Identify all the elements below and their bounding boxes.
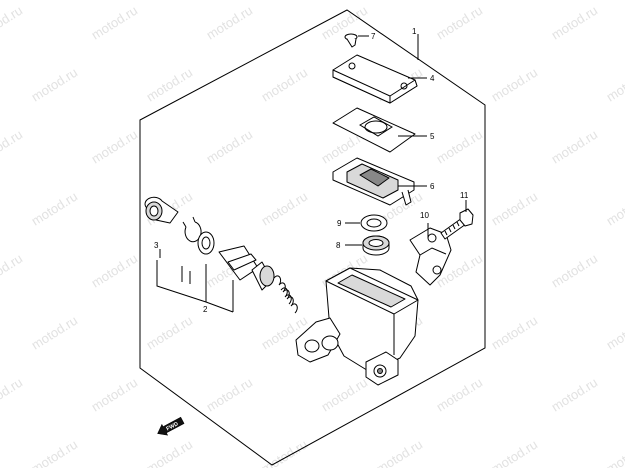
callout-2: 2 (203, 305, 208, 314)
watermark-text: motod.ru (204, 127, 255, 167)
watermark-text: motod.ru (29, 189, 80, 229)
watermark-text: motod.ru (144, 437, 195, 468)
watermark-text: motod.ru (29, 437, 80, 468)
watermark-text: motod.ru (29, 313, 80, 353)
part-washer (197, 231, 215, 255)
watermark-text: motod.ru (604, 189, 625, 229)
watermark-text: motod.ru (489, 189, 540, 229)
watermark-text: motod.ru (434, 3, 485, 43)
callout-10: 10 (420, 211, 429, 220)
watermark-text: motod.ru (434, 375, 485, 415)
watermark-text: motod.ru (604, 313, 625, 353)
watermark-text: motod.ru (89, 3, 140, 43)
watermark-text: motod.ru (489, 437, 540, 468)
watermark-text: motod.ru (259, 437, 310, 468)
part-4-reservoir-cap (332, 54, 418, 104)
part-1-master-cylinder-body (295, 267, 419, 386)
assembly-frame (139, 9, 486, 466)
callouts: 1 7 4 5 6 11 10 9 8 3 2 (154, 27, 469, 314)
callout-8: 8 (336, 241, 341, 250)
part-circlip (182, 216, 202, 243)
callout-3: 3 (154, 241, 159, 250)
watermark-text: motod.ru (204, 3, 255, 43)
fwd-arrow: FWD (157, 416, 185, 436)
part-6-diaphragm (332, 157, 415, 206)
part-10-clamp (409, 227, 452, 286)
watermark-text: motod.ru (489, 313, 540, 353)
part-9-ring (360, 214, 388, 232)
part-5-plate (332, 107, 416, 153)
watermark-text: motod.ru (89, 375, 140, 415)
watermark-text: motod.ru (89, 127, 140, 167)
watermark-text: motod.ru (604, 437, 625, 468)
callout-4: 4 (430, 74, 435, 83)
watermark-text: motod.ru (144, 313, 195, 353)
watermark-text: motod.ru (489, 65, 540, 105)
watermark-text: motod.ru (89, 251, 140, 291)
watermark-text: motod.ru (0, 375, 25, 415)
watermark-text: motod.ru (604, 65, 625, 105)
fwd-label: FWD (166, 421, 180, 432)
callout-9: 9 (337, 219, 342, 228)
watermark-text: motod.ru (0, 251, 25, 291)
watermark-text: motod.ru (259, 189, 310, 229)
watermark-text: motod.ru (204, 375, 255, 415)
callout-1: 1 (412, 27, 417, 36)
watermark-text: motod.ru (319, 3, 370, 43)
watermark-text: motod.ru (0, 3, 25, 43)
watermark-text: motod.ru (0, 127, 25, 167)
watermark-text: motod.ru (549, 251, 600, 291)
part-7-screw (344, 33, 358, 48)
leader-lines (156, 34, 467, 313)
watermark-text: motod.ru (144, 65, 195, 105)
callout-11: 11 (460, 191, 469, 200)
callout-7: 7 (371, 32, 376, 41)
watermark-text: motod.ru (319, 375, 370, 415)
part-11-bolt (440, 208, 474, 240)
watermark-text: motod.ru (549, 3, 600, 43)
part-2-piston-set (218, 245, 298, 314)
part-3-boot (144, 196, 179, 224)
watermark-text: motod.ru (374, 437, 425, 468)
watermark-text: motod.ru (549, 127, 600, 167)
watermark-text: motod.ru (29, 65, 80, 105)
watermark-text: motod.ru (434, 127, 485, 167)
watermark-text: motod.ru (549, 375, 600, 415)
part-8-seal (362, 235, 390, 256)
callout-6: 6 (430, 182, 435, 191)
callout-5: 5 (430, 132, 435, 141)
watermark-text: motod.ru (259, 65, 310, 105)
